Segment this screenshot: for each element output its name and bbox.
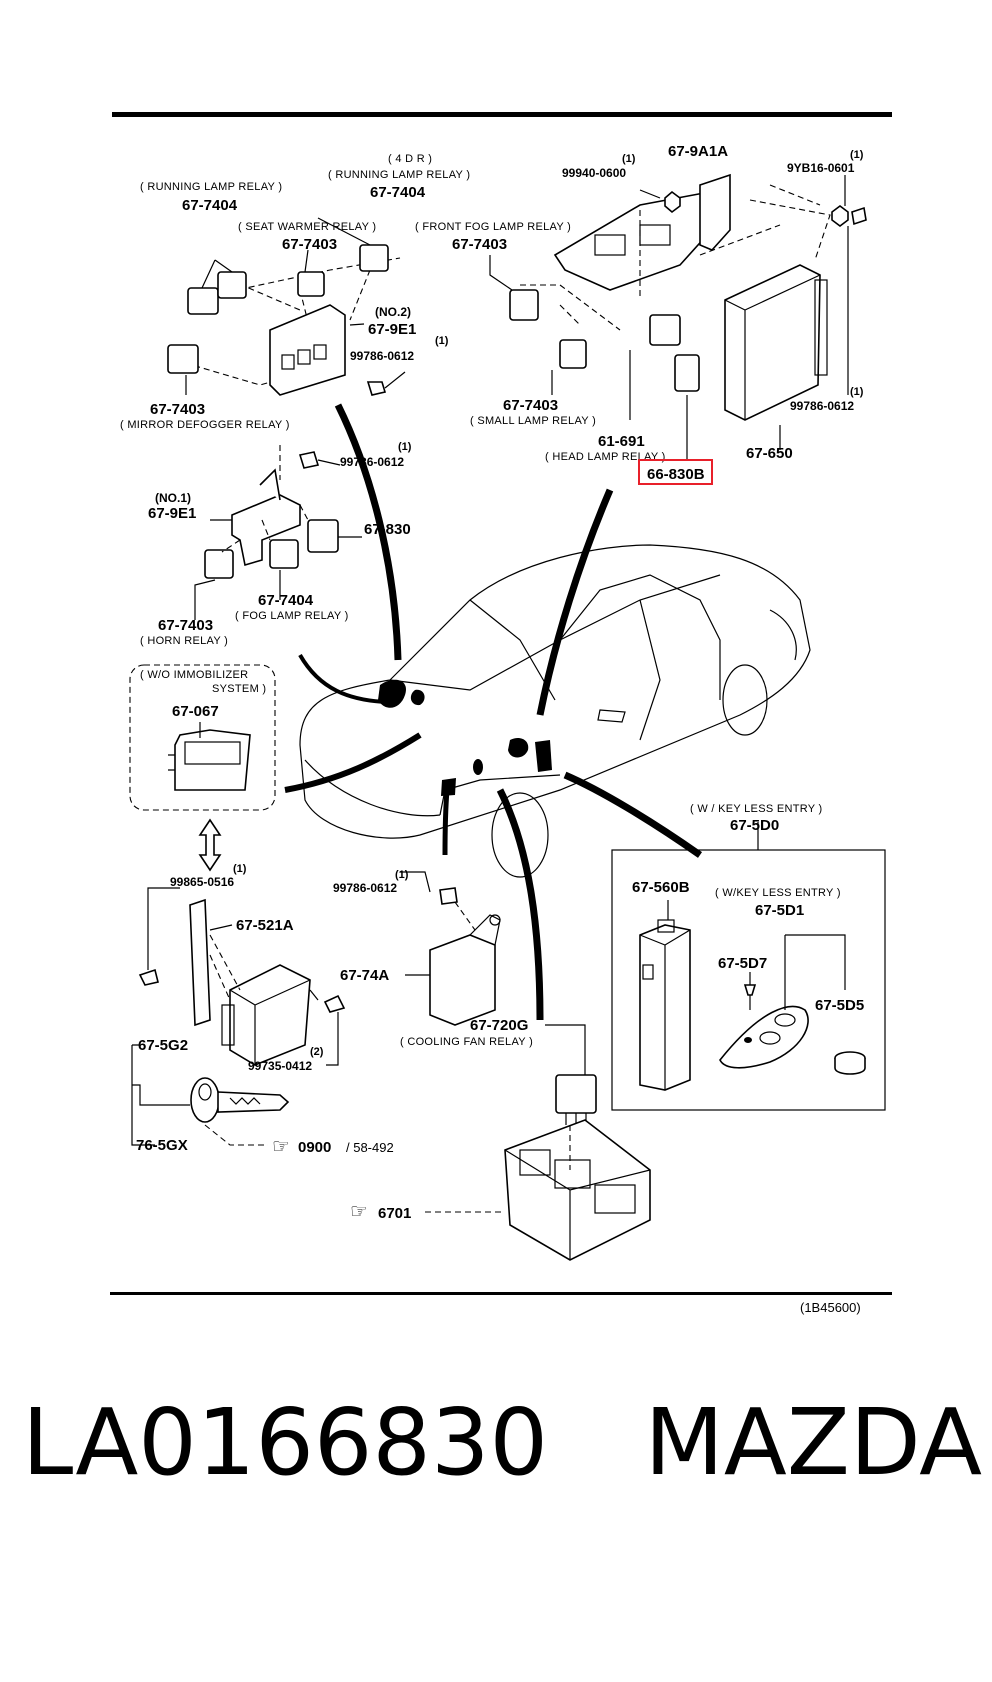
keyless-entry-inner-pn: 67-5D1 — [755, 902, 804, 919]
head-lamp-relay-name: ( HEAD LAMP RELAY ) — [545, 451, 666, 463]
highlight-box — [638, 459, 713, 485]
battery-5d5-pn: 67-5D5 — [815, 997, 864, 1014]
ref-0900-hand-icon: ☞ — [272, 1134, 290, 1158]
ref-0900-page: / 58-492 — [346, 1140, 394, 1155]
immobilizer-pn: 67-067 — [172, 703, 219, 720]
small-lamp-relay-name: ( SMALL LAMP RELAY ) — [470, 415, 596, 427]
screw-99865-pn: 99865-0516 — [170, 875, 234, 889]
screw-99865-qty: (1) — [233, 863, 247, 875]
head-lamp-relay-pn: 61-691 — [598, 433, 645, 450]
lower-left-group — [131, 887, 346, 1146]
top-rule — [112, 112, 892, 117]
unit-74a-pn: 67-74A — [340, 967, 389, 984]
mirror-defogger-relay-pn: 67-7403 — [150, 401, 205, 418]
ref-6701-pn: 6701 — [378, 1205, 411, 1222]
bolt-c-qty: (1) — [398, 441, 412, 453]
small-lamp-relay-pn: 67-7403 — [503, 397, 558, 414]
ref-0900-pn: 0900 — [298, 1139, 331, 1156]
caption-brand: MAZDA — [644, 1389, 983, 1496]
cooling-fan-relay-pn: 67-720G — [470, 1017, 528, 1034]
location-pointers — [284, 403, 703, 1021]
bolt-9yb16-qty: (1) — [850, 149, 864, 161]
part-labels: ( RUNNING LAMP RELAY ) 67-7404 ( 4 D R )… — [120, 143, 864, 1315]
module-650-pn: 67-650 — [746, 445, 793, 462]
running-lamp-relay-4dr-pre: ( 4 D R ) — [388, 153, 432, 165]
fog-lamp-relay-pn: 67-7404 — [258, 592, 314, 609]
bottom-rule — [110, 1292, 892, 1295]
horn-relay-name: ( HORN RELAY ) — [140, 635, 228, 647]
cooling-fan-relay-name: ( COOLING FAN RELAY ) — [400, 1036, 533, 1048]
bracket-no1-pn: 67-9E1 — [148, 505, 196, 522]
caption-part-number: LA0166830 — [22, 1389, 549, 1496]
upper-right-module-group — [489, 173, 867, 460]
running-lamp-relay-left-name: ( RUNNING LAMP RELAY ) — [140, 181, 282, 193]
horn-relay-pn: 67-7403 — [158, 617, 213, 634]
ref-6701-hand-icon: ☞ — [350, 1199, 368, 1223]
seat-warmer-relay-name: ( SEAT WARMER RELAY ) — [238, 221, 376, 233]
caption: LA0166830 MAZDA — [22, 1378, 982, 1508]
highlight-part-pn: 66-830B — [647, 466, 705, 483]
bracket-no1-pre: (NO.1) — [155, 491, 191, 505]
bolt-9yb16-pn: 9YB16-0601 — [787, 161, 855, 175]
bolt-a-pn: 99786-0612 — [350, 349, 414, 363]
running-lamp-relay-4dr-name: ( RUNNING LAMP RELAY ) — [328, 169, 470, 181]
keyless-entry-group — [611, 822, 886, 1111]
bracket-no2-pre: (NO.2) — [375, 305, 411, 319]
key-5g2-pn: 67-5G2 — [138, 1037, 188, 1054]
key-5gx-pn: 76-5GX — [136, 1137, 188, 1154]
unit-560b-pn: 67-560B — [632, 879, 690, 896]
mid-left-relay-group — [194, 445, 362, 620]
keyless-entry-outer-pn: 67-5D0 — [730, 817, 779, 834]
bolt-a-qty: (1) — [435, 335, 449, 347]
bolt-b-qty: (1) — [850, 386, 864, 398]
running-lamp-relay-left-pn: 67-7404 — [182, 197, 238, 214]
keyless-entry-outer-name: ( W / KEY LESS ENTRY ) — [690, 803, 823, 815]
bracket-no2-pn: 67-9E1 — [368, 321, 416, 338]
unit-521a-pn: 67-521A — [236, 917, 294, 934]
nut-99940-pn: 99940-0600 — [562, 166, 626, 180]
seat-warmer-relay-pn: 67-7403 — [282, 236, 337, 253]
bolt-c-pn: 99786-0612 — [340, 455, 404, 469]
running-lamp-relay-4dr-pn: 67-7404 — [370, 184, 426, 201]
bolt-99735-pn: 99735-0412 — [248, 1059, 312, 1073]
diagram-code: (1B45600) — [800, 1300, 861, 1315]
immobilizer-line1: ( W/O IMMOBILIZER — [140, 669, 248, 681]
lower-center-group — [400, 871, 651, 1261]
upper-left-relay-group — [167, 217, 406, 396]
relay-830-pn: 67-830 — [364, 521, 411, 538]
bolt-d-qty: (1) — [395, 869, 409, 881]
nut-99940-qty: (1) — [622, 153, 636, 165]
mirror-defogger-relay-name: ( MIRROR DEFOGGER RELAY ) — [120, 419, 290, 431]
screw-5d7-pn: 67-5D7 — [718, 955, 767, 972]
immobilizer-group — [129, 664, 276, 872]
fog-lamp-relay-name: ( FOG LAMP RELAY ) — [235, 610, 349, 622]
keyless-entry-inner-name: ( W/KEY LESS ENTRY ) — [715, 887, 841, 899]
bolt-b-pn: 99786-0612 — [790, 399, 854, 413]
front-fog-lamp-relay-name: ( FRONT FOG LAMP RELAY ) — [415, 221, 571, 233]
bolt-99735-qty: (2) — [310, 1046, 324, 1058]
bracket-9a1a-pn: 67-9A1A — [668, 143, 728, 160]
bolt-d-pn: 99786-0612 — [333, 881, 397, 895]
front-fog-lamp-relay-pn: 67-7403 — [452, 236, 507, 253]
immobilizer-line2: SYSTEM ) — [212, 683, 266, 695]
